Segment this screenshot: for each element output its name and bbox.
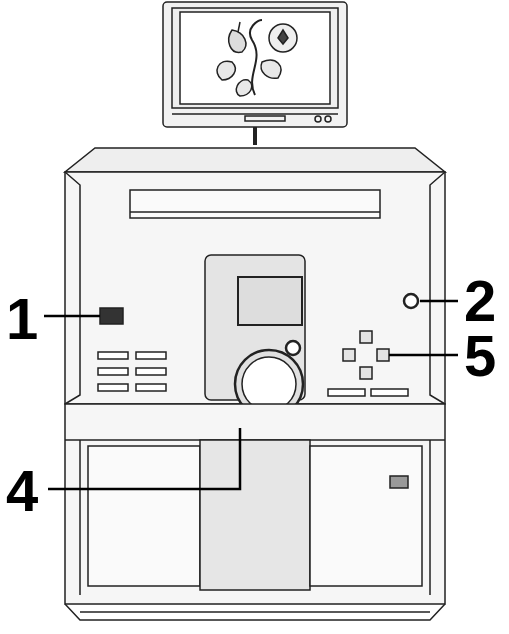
tv-set	[163, 2, 347, 145]
cassette-section	[65, 404, 445, 620]
leader-line	[44, 301, 458, 489]
callout-number: 1	[6, 290, 38, 348]
callout-number: 2	[464, 272, 496, 330]
callout-number: 4	[6, 462, 38, 520]
main-unit	[65, 148, 445, 418]
callout-number: 5	[464, 327, 496, 385]
